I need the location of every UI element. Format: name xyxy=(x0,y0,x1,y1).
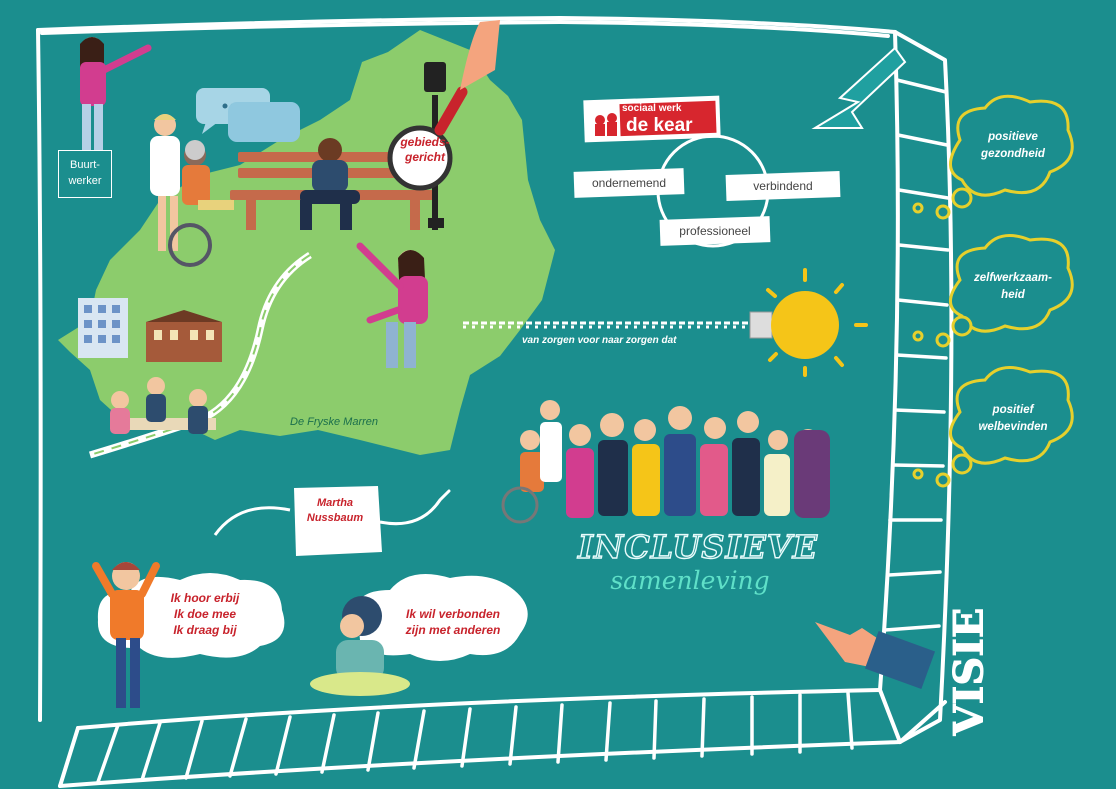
inclusive-title: INCLUSIEVE xyxy=(577,527,819,566)
frame-sketch xyxy=(36,16,954,788)
vision-label: VISIE xyxy=(945,607,993,736)
buildings-icon xyxy=(78,298,222,362)
inclusive-subtitle: samenleving xyxy=(610,566,770,595)
buurtwerker-label: Buurt- werker xyxy=(58,150,112,198)
diverse-crowd-figures xyxy=(501,400,830,524)
gebiedsgericht-label: gebieds- gericht xyxy=(400,135,450,164)
outcome-zelfwerkzaamheid: zelfwerkzaam- heid xyxy=(974,272,1052,301)
meeting-figures xyxy=(110,377,216,434)
value-professioneel: professioneel xyxy=(679,224,751,238)
martha-banner xyxy=(294,486,382,556)
ladder-bottom xyxy=(96,691,854,784)
outcome-positief-welbevinden: positief welbevinden xyxy=(978,404,1048,433)
pointing-hand-icon xyxy=(815,622,936,690)
sitting-girl-figure xyxy=(310,596,410,696)
value-verbindend: verbindend xyxy=(753,179,813,193)
sitting-man-figure xyxy=(300,138,360,230)
logo-large-text: de kear xyxy=(626,115,693,136)
outcome-positieve-gezondheid: positieve gezondheid xyxy=(981,131,1045,160)
value-ondernemend: ondernemend xyxy=(591,176,667,190)
nurse-wheelchair-figure xyxy=(150,114,234,267)
ladder-right xyxy=(883,78,950,632)
rope xyxy=(463,321,752,329)
light-bulb-icon xyxy=(749,268,868,377)
speech-cloud-right xyxy=(356,574,528,661)
martha-nussbaum-label: Martha Nussbaum xyxy=(306,497,364,524)
region-name-label: De Fryske Marren xyxy=(290,416,379,428)
map-region xyxy=(58,30,555,455)
cheering-boy-figure xyxy=(92,562,160,708)
magnifier-icon xyxy=(387,125,453,191)
speech-right-text: Ik wil verbonden zijn met anderen xyxy=(405,607,501,637)
logo-figures xyxy=(595,113,617,136)
pointing-girl-figure xyxy=(356,242,428,368)
speech-left-text: Ik hoor erbij Ik doe mee Ik draag bij xyxy=(170,591,240,637)
logo-small-text: sociaal werk xyxy=(622,103,682,114)
outcome-clouds xyxy=(912,94,1074,488)
pointing-woman-figure xyxy=(80,37,152,150)
shift-caption: van zorgen voor naar zorgen dat xyxy=(522,335,677,346)
arrow-down-left-icon xyxy=(811,46,907,129)
